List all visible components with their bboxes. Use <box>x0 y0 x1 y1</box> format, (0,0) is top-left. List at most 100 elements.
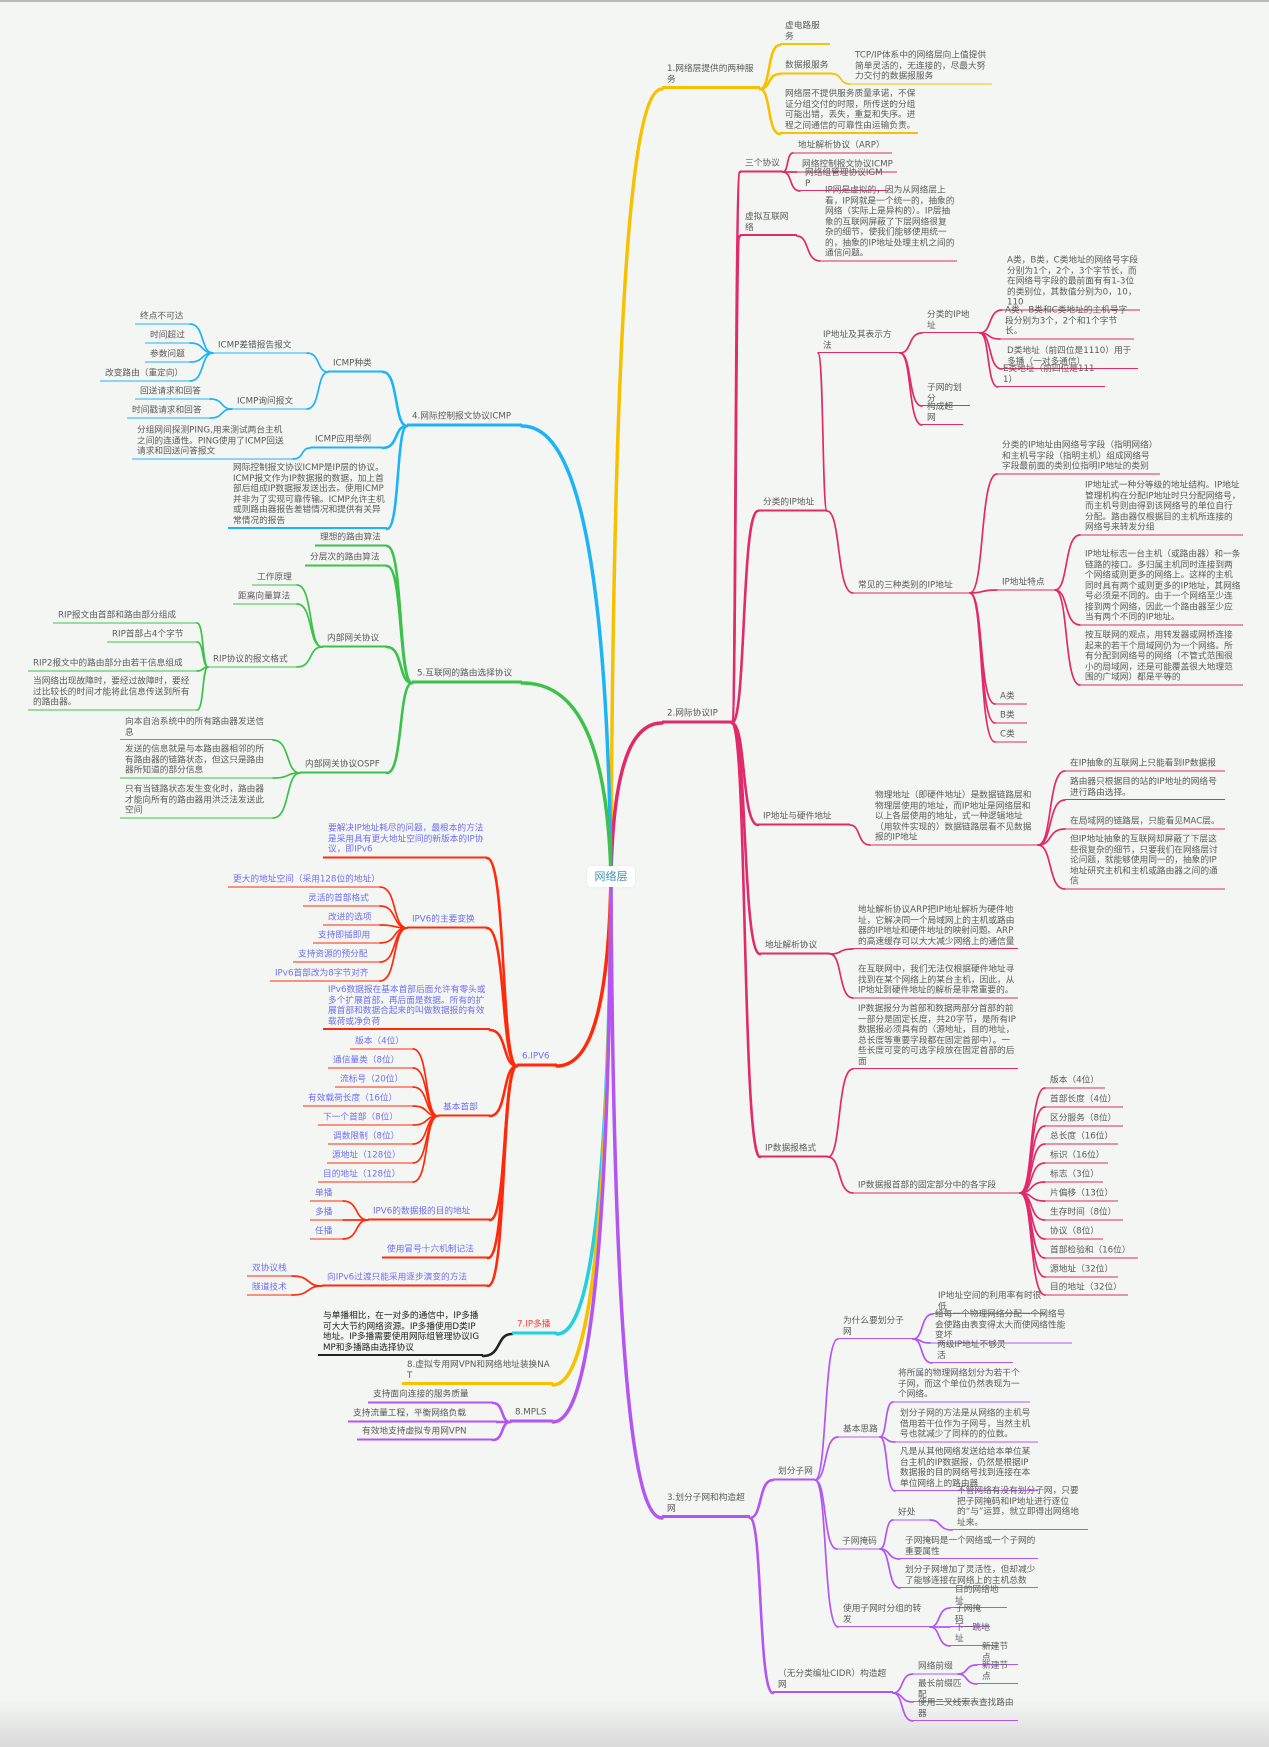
topic-node-ip-classful-repr-sub-items-3[interactable]: E类地址（前四位是1111） <box>998 364 1105 387</box>
topic-node-ipv6-intro[interactable]: 要解决IP地址耗尽的问题，最根本的方法是采用具有更大地址空间的新版本的IP协议，… <box>323 824 487 858</box>
topic-node-ipv6-base-items-6[interactable]: 源地址（128位） <box>327 1151 413 1163</box>
topic-node-subnet-divide-fwd-label[interactable]: 使用子网时分组的转发 <box>838 1604 930 1627</box>
topic-node-subnet-divide-why-items-0[interactable]: IP地址空间的利用率有时很低 <box>933 1291 1045 1314</box>
topic-node-icmp-types-err-items-3[interactable]: 改变路由（重定向） <box>100 369 190 381</box>
topic-node-ip-classful-three-features-items-0[interactable]: IP地址式一种分等级的地址结构。IP地址管理机构在分配IP地址时只分配网络号，而… <box>1080 481 1243 535</box>
topic-node-subnet-cidr-label[interactable]: （无分类编址CIDR）构造超网 <box>773 1669 893 1693</box>
topic-node-ip-classful-repr-sub-items-2[interactable]: D类地址（前四位是1110）用于多播（一对多通信） <box>1002 346 1138 369</box>
topic-node-ip-dgram-fields-6[interactable]: 片偏移（13位） <box>1045 1189 1118 1201</box>
topic-node-icmp-types-query-label[interactable]: ICMP询问报文 <box>232 397 307 409</box>
topic-node-subnet-cidr-prefix-items-0[interactable]: 新建节点 <box>977 1642 1018 1665</box>
branch-node-subnet-label[interactable]: 3.划分子网和构造超网 <box>662 1493 750 1518</box>
topic-node-ip-arp-items-0[interactable]: 地址解析协议ARP把IP地址解析为硬件地址，它解决同一个局域网上的主机或路由器的… <box>853 905 1018 949</box>
topic-node-ip-dgram-label[interactable]: IP数据报格式 <box>760 1144 828 1157</box>
topic-node-ip-classful-repr-label[interactable]: IP地址及其表示方法 <box>818 330 900 353</box>
topic-node-ip-hw-items-2[interactable]: 在局域网的链路层，只能看见MAC层。 <box>1065 817 1225 829</box>
topic-node-ip-dgram-fields-11[interactable]: 目的地址（32位） <box>1045 1283 1128 1295</box>
topic-node-subnet-cidr-prefix-label[interactable]: 网络前缀 <box>913 1662 958 1674</box>
branch-node-ipv6-label[interactable]: 6.IPV6 <box>517 1052 557 1066</box>
topic-node-ip-classful-three-classes-0[interactable]: A类 <box>995 692 1027 704</box>
topic-node-subnet-cidr-prefix-items-1[interactable]: 新建节点 <box>977 1661 1018 1684</box>
topic-node-services-note[interactable]: 网络层不提供服务质量承诺，不保证分组交付的时限，所传送的分组可能出错，丢失，重复… <box>780 89 918 134</box>
topic-node-routing-igp-rip-items-0[interactable]: RIP报文由首部和路由部分组成 <box>53 611 197 623</box>
topic-node-ipv6-changes-label[interactable]: IPV6的主要变换 <box>407 915 487 928</box>
topic-node-subnet-divide-mask-benefit-desc[interactable]: 不管网络有没有划分子网，只要把子网掩码和IP地址进行逐位的“与”运算，就立即得出… <box>952 1486 1088 1530</box>
topic-node-icmp-types-query-items-0[interactable]: 回送请求和回答 <box>135 387 210 399</box>
topic-node-subnet-divide-fwd-items-2[interactable]: 下一跳地址 <box>950 1623 998 1646</box>
topic-node-subnet-cidr-items-1[interactable]: 使用二叉线索表查找路由器 <box>913 1698 1018 1721</box>
topic-node-subnet-divide-why-items-1[interactable]: 给每一个物理网络分配一个网络号会使路由表变得太大而使网络性能变坏 <box>930 1310 1072 1343</box>
topic-node-ip-arp-label[interactable]: 地址解析协议 <box>760 941 830 954</box>
topic-node-subnet-divide-idea-items-0[interactable]: 将所属的物理网络划分为若干个子网，而这个单位仍然表现为一个网络。 <box>893 1369 1030 1402</box>
topic-node-ip-classful-three-features-label[interactable]: IP地址特点 <box>997 578 1055 590</box>
topic-node-ipv6-transition-items-1[interactable]: 隧道技术 <box>247 1283 292 1295</box>
topic-node-ipv6-base-items-4[interactable]: 下一个首部（8位） <box>318 1113 413 1125</box>
topic-node-ipv6-changes-items-3[interactable]: 支持即插即用 <box>313 931 380 943</box>
branch-node-routing-label[interactable]: 5.互联网的路由选择协议 <box>412 669 522 683</box>
topic-node-ipv6-transition-items-0[interactable]: 双协议栈 <box>247 1264 292 1276</box>
topic-node-routing-igp-rip-items-3[interactable]: 当网络出现故障时，要经过故障时，要经过比较长的时间才能将此信息传送到所有的路由器… <box>28 677 197 710</box>
topic-node-ip-classful-three-classes-2[interactable]: C类 <box>995 730 1027 742</box>
branch-node-multicast-label[interactable]: 7.IP多播 <box>512 1320 557 1334</box>
topic-node-icmp-types-err-items-0[interactable]: 终点不可达 <box>135 312 190 324</box>
topic-node-routing-ospf-items-1[interactable]: 发送的信息就是与本路由器相邻的所有路由器的链路状态，但这只是路由器所知道的部分信… <box>120 745 273 778</box>
topic-node-ip-dgram-fields-3[interactable]: 总长度（16位） <box>1045 1132 1118 1144</box>
topic-node-ipv6-changes-items-4[interactable]: 支持资源的预分配 <box>293 950 380 962</box>
topic-node-ip-hw-items-3[interactable]: 但IP地址抽象的互联网却屏蔽了下层这些很复杂的细节，只要我们在网络层讨论问题，就… <box>1065 835 1225 889</box>
topic-node-ip-dgram-fields-10[interactable]: 源地址（32位） <box>1045 1265 1118 1277</box>
topic-node-services-dg_desc[interactable]: TCP/IP体系中的网络层向上值提供简单灵活的，无连接的，尽最大努力交付的数据报… <box>850 51 992 84</box>
branch-node-vpn[interactable]: 8.虚拟专用网VPN和网络地址装换NAT <box>402 1360 553 1385</box>
topic-node-ip-hw-items-0[interactable]: 在IP抽象的互联网上只能看到IP数据报 <box>1065 759 1225 771</box>
topic-node-subnet-divide-fwd-items-0[interactable]: 目的网络地址 <box>950 1585 1007 1608</box>
topic-node-ip-classful-three-label[interactable]: 常见的三种类别的IP地址 <box>853 581 970 593</box>
topic-node-subnet-divide-idea-items-1[interactable]: 划分子网的方法是从网络的主机号借用若干位作为子网号，当然主机号也就减少了同样的的… <box>895 1409 1038 1442</box>
topic-node-ip-three-items-0[interactable]: 地址解析协议（ARP） <box>793 141 892 153</box>
topic-node-icmp-app-label[interactable]: ICMP应用举例 <box>310 435 383 448</box>
topic-node-ip-dgram-fields-9[interactable]: 首部检验和（16位） <box>1045 1246 1138 1258</box>
topic-node-routing-ospf-items-0[interactable]: 向本自治系统中的所有路由器发送信息 <box>120 717 273 740</box>
topic-node-routing-igp-items-0[interactable]: 工作原理 <box>252 573 297 585</box>
topic-node-ipv6-base-items-0[interactable]: 版本（4位） <box>350 1037 413 1049</box>
topic-node-subnet-divide-mask-label[interactable]: 子网掩码 <box>837 1537 880 1549</box>
topic-node-ipv6-dest-items-0[interactable]: 单播 <box>310 1189 343 1201</box>
topic-node-ip-classful-three-features-items-1[interactable]: IP地址标志一台主机（或路由器）和一条链路的接口。多归属主机同时连接到两个网络或… <box>1080 550 1243 625</box>
topic-node-ip-three-label[interactable]: 三个协议 <box>740 159 783 172</box>
branch-node-ip-label[interactable]: 2.网际协议IP <box>662 709 732 723</box>
topic-node-ipv6-changes-items-2[interactable]: 改进的选项 <box>323 913 380 925</box>
topic-node-subnet-divide-idea-label[interactable]: 基本思路 <box>838 1425 880 1437</box>
topic-node-subnet-cidr-items-0[interactable]: 最长前缀匹配 <box>913 1679 970 1702</box>
topic-node-ipv6-changes-items-0[interactable]: 更大的地址空间（采用128位的地址） <box>228 875 380 887</box>
topic-node-ipv6-base-items-7[interactable]: 目的地址（128位） <box>318 1170 413 1182</box>
topic-node-ip-classful-repr-subnet[interactable]: 子网的划分 <box>922 383 970 406</box>
topic-node-ip-classful-label[interactable]: 分类的IP地址 <box>758 498 827 511</box>
topic-node-ip-dgram-fields-2[interactable]: 区分服务（8位） <box>1045 1114 1123 1126</box>
topic-node-services-vc[interactable]: 虚电路服务 <box>780 21 830 45</box>
topic-node-ip-hw-label[interactable]: IP地址与硬件地址 <box>758 812 850 825</box>
topic-node-subnet-divide-idea-items-2[interactable]: 凡是从其他网络发送给给本单位某台主机的IP数据报，仍然是根据IP数据报的目的网络… <box>895 1447 1038 1491</box>
topic-node-ip-dgram-fields-7[interactable]: 生存时间（8位） <box>1045 1208 1123 1220</box>
topic-node-ip-hw-desc[interactable]: 物理地址（即硬件地址）是数据链路层和物理层使用的地址，而IP地址是网络层和以上各… <box>870 791 1038 845</box>
topic-node-icmp-types-err-label[interactable]: ICMP差错报告报文 <box>213 341 307 353</box>
topic-node-ip-classful-repr-sub-items-1[interactable]: A类，B类和C类地址的主机号字段分别为3个，2个和1个字节长。 <box>1000 306 1134 339</box>
topic-node-ip-virtual-label[interactable]: 虚拟互联网络 <box>740 212 797 236</box>
topic-node-subnet-divide-mask-items-1[interactable]: 划分子网增加了灵活性，但却减少了能够连接在网络上的主机总数 <box>900 1565 1038 1588</box>
topic-node-services-dg[interactable]: 数据报服务 <box>780 61 833 74</box>
topic-node-ip-virtual-desc[interactable]: IP网是虚拟的，因为从网络层上看，IP网就是一个统一的，抽象的网络（实际上是异构… <box>820 186 957 261</box>
topic-node-routing-igp-label[interactable]: 内部网关协议 <box>322 634 387 647</box>
topic-node-ip-classful-three-classes-1[interactable]: B类 <box>995 711 1027 723</box>
topic-node-subnet-divide-label[interactable]: 划分子网 <box>773 1467 815 1480</box>
topic-node-ipv6-base-items-3[interactable]: 有效载荷长度（16位） <box>303 1094 413 1106</box>
topic-node-ip-classful-repr-sub-label[interactable]: 分类的IP地址 <box>922 310 980 333</box>
topic-node-mpls-items-1[interactable]: 支持流量工程，平衡网络负载 <box>348 1409 497 1422</box>
topic-node-ip-arp-items-1[interactable]: 在互联网中，我们无法仅根据硬件地址寻找到在某个网络上的某台主机，因此，从IP地址… <box>853 965 1018 998</box>
topic-node-icmp-app-desc[interactable]: 分组网间探测PING,用来测试两台主机之间的连通性。PING使用了ICMP回送请… <box>132 426 293 459</box>
topic-node-ipv6-dest-items-2[interactable]: 任播 <box>310 1227 343 1239</box>
topic-node-ip-three-items-1[interactable]: 网络控制报文协议ICMP <box>797 160 897 172</box>
topic-node-routing-igp-items-1[interactable]: 距离向量算法 <box>233 592 297 604</box>
topic-node-mpls-items-0[interactable]: 支持面向连接的服务质量 <box>368 1390 493 1403</box>
topic-node-subnet-divide-fwd-items-1[interactable]: 子网掩码 <box>950 1604 990 1627</box>
topic-node-ip-dgram-fields-1[interactable]: 首部长度（4位） <box>1045 1095 1123 1107</box>
topic-node-routing-hier[interactable]: 分层次的路由算法 <box>305 553 387 566</box>
topic-node-routing-igp-rip-items-2[interactable]: RIP2报文中的路由部分由若干信息组成 <box>28 659 197 671</box>
branch-node-icmp-label[interactable]: 4.网际控制报文协议ICMP <box>407 412 522 426</box>
